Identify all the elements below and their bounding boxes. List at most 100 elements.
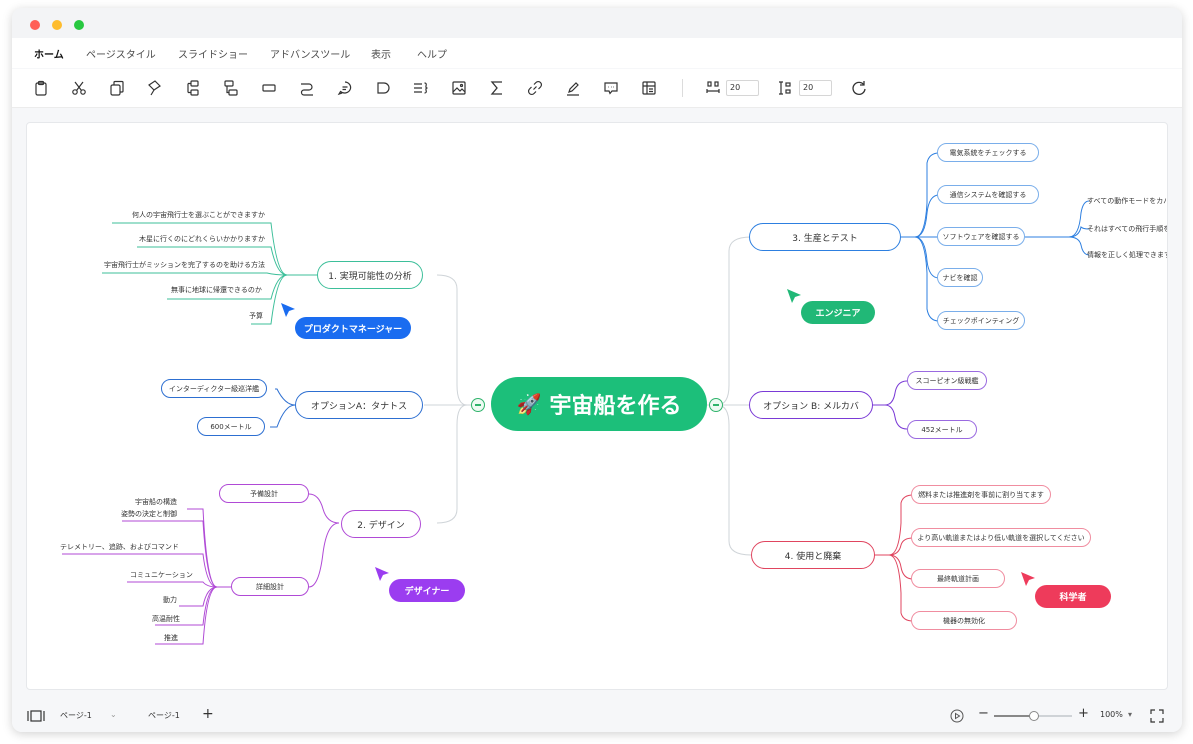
close-window-button[interactable]	[30, 20, 40, 30]
leaf-communication[interactable]: コミュニケーション	[130, 571, 193, 579]
tag-designer[interactable]: デザイナー	[389, 579, 465, 602]
leaf-all-modes[interactable]: すべての動作モードをカバ	[1087, 197, 1168, 205]
collapse-right-toggle[interactable]	[709, 398, 723, 412]
pm-cursor-icon	[281, 303, 295, 317]
box-icon[interactable]	[258, 77, 280, 99]
scientist-cursor-icon	[1021, 572, 1035, 586]
leaf-jupiter-time[interactable]: 木星に行くのにどれくらいかかりますか	[139, 235, 265, 243]
formula-icon[interactable]	[486, 77, 508, 99]
outline-icon[interactable]	[410, 77, 432, 99]
collapse-left-toggle[interactable]	[471, 398, 485, 412]
leaf-disable-equipment[interactable]: 機器の無効化	[911, 611, 1017, 630]
engineer-cursor-icon	[787, 289, 801, 303]
pen-icon[interactable]	[562, 77, 584, 99]
toolbar: 20 20	[12, 69, 1182, 108]
zoom-dropdown-icon[interactable]: ▾	[1128, 710, 1133, 719]
leaf-process-info[interactable]: 情報を正しく処理できます	[1087, 251, 1168, 259]
height-input[interactable]: 20	[799, 80, 832, 96]
designer-cursor-icon	[375, 567, 389, 581]
topic-option-b[interactable]: オプション B: メルカバ	[749, 391, 873, 419]
leaf-scorpion[interactable]: スコーピオン級戦艦	[907, 371, 987, 390]
leaf-heat-resistance[interactable]: 高温耐性	[152, 615, 180, 623]
leaf-navi-check[interactable]: ナビを確認	[937, 268, 983, 287]
connector-lines	[62, 152, 1090, 645]
leaf-astronaut-count[interactable]: 何人の宇宙飛行士を選ぶことができますか	[132, 211, 265, 219]
leaf-checkpointing[interactable]: チェックポインティング	[937, 311, 1025, 330]
leaf-interdictor[interactable]: インターディクター級巡洋艦	[161, 379, 267, 398]
leaf-propulsion[interactable]: 推進	[164, 634, 178, 642]
zoom-window-button[interactable]	[74, 20, 84, 30]
zoom-slider-fill	[994, 715, 1033, 717]
height-icon	[774, 77, 796, 99]
leaf-600m[interactable]: 600メートル	[197, 417, 265, 436]
topic-production-test[interactable]: 3. 生産とテスト	[749, 223, 901, 251]
leaf-flight-procedures[interactable]: それはすべての飛行手順を	[1087, 225, 1168, 233]
leaf-power[interactable]: 動力	[163, 596, 177, 604]
leaf-fuel-allocation[interactable]: 燃料または推進剤を事前に割り当てます	[911, 485, 1051, 504]
menu-advanced-tools[interactable]: アドバンスツール	[270, 50, 351, 61]
topic-detailed-design[interactable]: 詳細設計	[231, 577, 309, 596]
topic-preliminary-design[interactable]: 予備設計	[219, 484, 309, 503]
tag-product-manager[interactable]: プロダクトマネージャー	[295, 317, 411, 339]
comment-icon[interactable]	[334, 77, 356, 99]
play-icon[interactable]	[950, 709, 964, 723]
app-window: ホーム ページスタイル スライドショー アドバンスツール 表示 ヘルプ 20 2…	[12, 8, 1182, 732]
leaf-452m[interactable]: 452メートル	[907, 420, 977, 439]
leaf-help-mission[interactable]: 宇宙飛行士がミッションを完了するのを助ける方法	[104, 261, 265, 269]
leaf-return-earth[interactable]: 無事に地球に帰還できるのか	[171, 286, 262, 294]
topic-design[interactable]: 2. デザイン	[341, 510, 421, 538]
toolbar-separator	[682, 79, 683, 97]
menu-help[interactable]: ヘルプ	[417, 50, 447, 61]
menu-home[interactable]: ホーム	[34, 50, 64, 61]
mindmap-canvas[interactable]: 🚀 宇宙船を作る 1. 実現可能性の分析 何人の宇宙飛行士を選ぶことができますか…	[26, 122, 1168, 690]
page-panel-icon[interactable]	[26, 709, 46, 723]
fullscreen-icon[interactable]	[1150, 709, 1164, 723]
title-bar	[12, 8, 1182, 38]
leaf-attitude-control[interactable]: 姿勢の決定と制御	[121, 510, 177, 518]
menu-view[interactable]: 表示	[371, 50, 391, 61]
width-input[interactable]: 20	[726, 80, 759, 96]
image-icon[interactable]	[448, 77, 470, 99]
rocket-icon: 🚀	[516, 392, 542, 416]
chevron-down-icon[interactable]: ⌄	[110, 710, 117, 719]
zoom-out-icon[interactable]: −	[978, 706, 989, 721]
zoom-slider[interactable]	[994, 711, 1072, 721]
central-topic[interactable]: 🚀 宇宙船を作る	[491, 377, 707, 431]
topic-feasibility[interactable]: 1. 実現可能性の分析	[317, 261, 423, 289]
tag-icon[interactable]	[372, 77, 394, 99]
add-subtopic-icon[interactable]	[220, 77, 242, 99]
clipboard-icon[interactable]	[30, 77, 52, 99]
leaf-orbit-select[interactable]: より高い軌道またはより低い軌道を選択してください	[911, 528, 1091, 547]
add-topic-icon[interactable]	[182, 77, 204, 99]
leaf-software-check[interactable]: ソフトウェアを確認する	[937, 227, 1025, 246]
leaf-comms-check[interactable]: 通信システムを確認する	[937, 185, 1039, 204]
copy-icon[interactable]	[106, 77, 128, 99]
leaf-structure[interactable]: 宇宙船の構造	[135, 498, 177, 506]
refresh-icon[interactable]	[848, 77, 870, 99]
menu-bar: ホーム ページスタイル スライドショー アドバンスツール 表示 ヘルプ	[12, 38, 1182, 68]
link-icon[interactable]	[524, 77, 546, 99]
page-tab[interactable]: ページ-1	[148, 711, 180, 720]
tag-scientist[interactable]: 科学者	[1035, 585, 1111, 608]
tag-engineer[interactable]: エンジニア	[801, 301, 875, 324]
menu-slideshow[interactable]: スライドショー	[178, 50, 248, 61]
leaf-budget[interactable]: 予算	[249, 312, 263, 320]
scissors-icon[interactable]	[68, 77, 90, 99]
callout-icon[interactable]	[600, 77, 622, 99]
leaf-telemetry[interactable]: テレメトリー、追跡、およびコマンド	[60, 543, 179, 551]
leaf-electrical-check[interactable]: 電気系統をチェックする	[937, 143, 1039, 162]
page-selector[interactable]: ページ-1	[60, 711, 92, 720]
topic-use-disposal[interactable]: 4. 使用と廃棄	[751, 541, 875, 569]
status-bar: ページ-1 ⌄ ページ-1 + − + 100% ▾	[12, 700, 1182, 732]
add-page-icon[interactable]: +	[202, 706, 214, 722]
minimize-window-button[interactable]	[52, 20, 62, 30]
zoom-slider-handle[interactable]	[1029, 711, 1039, 721]
format-painter-icon[interactable]	[144, 77, 166, 99]
topic-option-a[interactable]: オプションA：タナトス	[295, 391, 423, 419]
zoom-in-icon[interactable]: +	[1078, 706, 1089, 721]
relationship-icon[interactable]	[296, 77, 318, 99]
zoom-level[interactable]: 100%	[1100, 710, 1123, 719]
table-icon[interactable]	[638, 77, 660, 99]
menu-page-style[interactable]: ページスタイル	[86, 50, 156, 61]
leaf-final-orbit[interactable]: 最終軌道計画	[911, 569, 1005, 588]
